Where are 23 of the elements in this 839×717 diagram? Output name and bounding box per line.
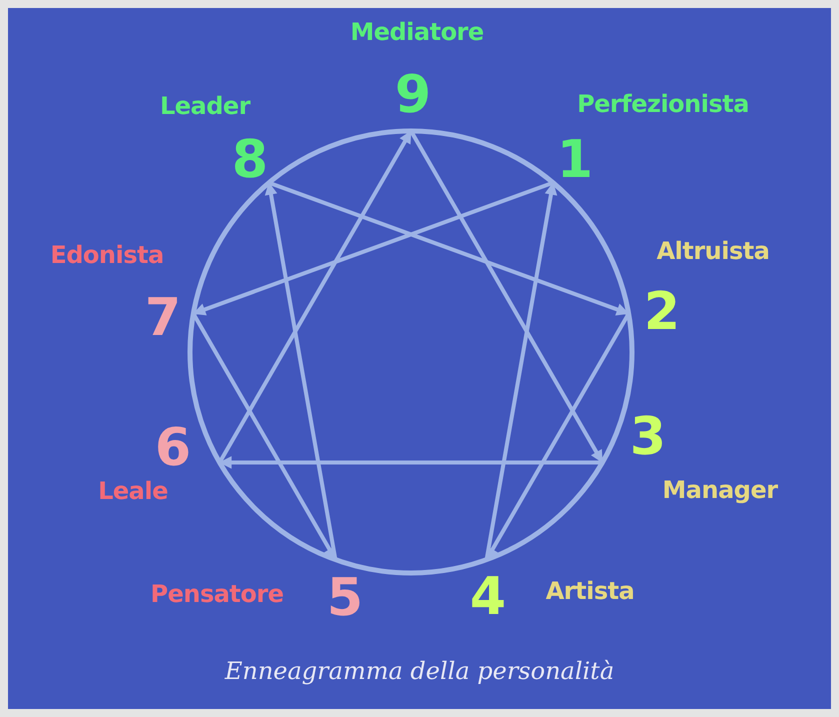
arrow — [192, 180, 554, 316]
arrow — [264, 182, 338, 560]
point-number: 4 — [470, 571, 506, 623]
arrow — [268, 180, 630, 316]
arrow — [484, 182, 558, 560]
personality-type-label: Mediatore — [350, 20, 484, 44]
point-number: 2 — [644, 286, 680, 338]
caption: Enneagramma della personalità — [224, 657, 614, 685]
personality-type-label: Pensatore — [150, 582, 284, 606]
personality-type-label: Manager — [662, 478, 778, 502]
personality-type-label: Perfezionista — [577, 92, 749, 116]
point-number: 1 — [556, 134, 594, 186]
personality-type-label: Artista — [546, 579, 634, 603]
point-number: 5 — [326, 572, 364, 624]
personality-type-label: Edonista — [50, 243, 164, 267]
point-number: 7 — [144, 292, 182, 344]
personality-type-label: Altruista — [656, 239, 770, 263]
point-number: 6 — [154, 422, 192, 474]
point-number: 3 — [630, 411, 666, 463]
point-number: 8 — [232, 134, 268, 186]
personality-type-label: Leale — [98, 479, 168, 503]
point-number: 9 — [394, 69, 432, 121]
personality-type-label: Leader — [160, 94, 250, 118]
